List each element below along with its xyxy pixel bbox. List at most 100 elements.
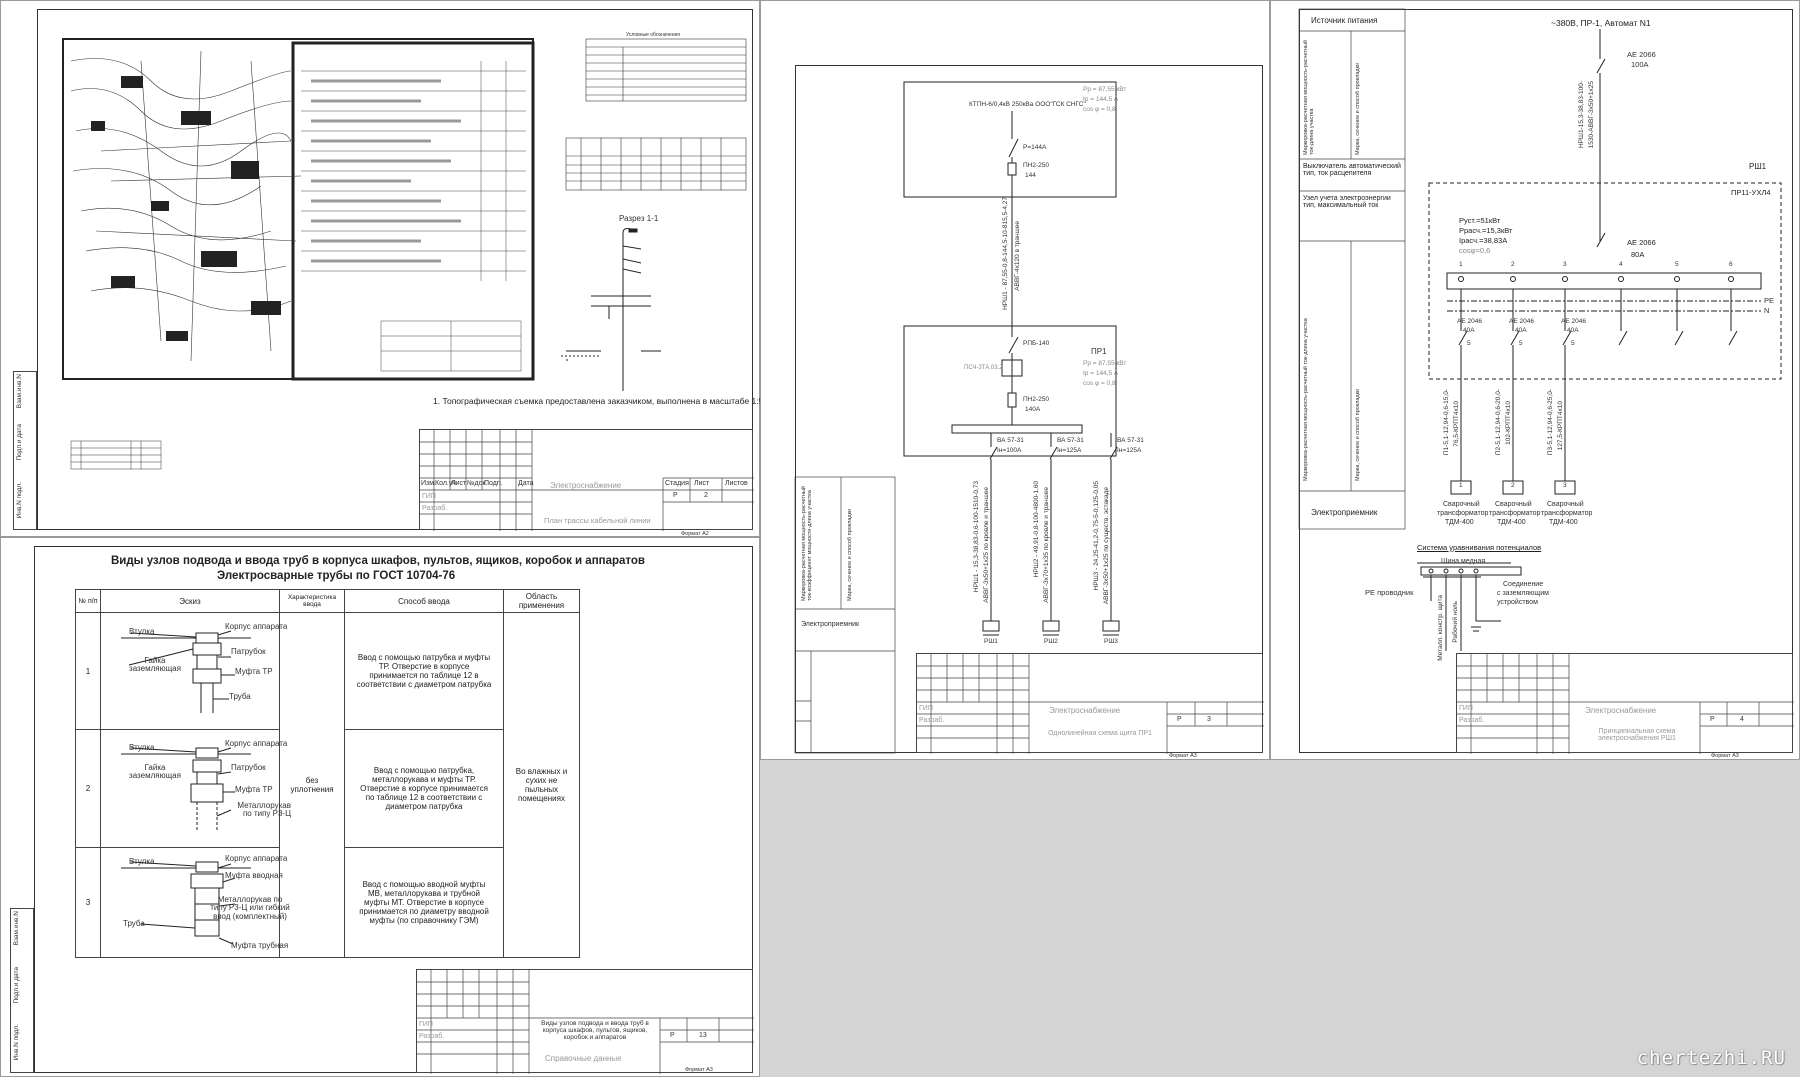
s4-role-gip: ГИП xyxy=(1459,705,1473,712)
s4-org: Электроснабжение xyxy=(1585,706,1657,715)
bus-number: 6 xyxy=(1729,261,1733,268)
load-name: трансформатор xyxy=(1541,510,1593,517)
legend-marking: Маркировка-расчетная мощность-расчетный … xyxy=(1303,40,1315,155)
s4-sheet-title: Принципиальная схема электроснабжения РШ… xyxy=(1598,728,1676,742)
breaker1-label: Р=144А xyxy=(1023,144,1047,151)
s1-role-gip: ГИП xyxy=(422,493,436,500)
sheet2-side-label-3: Взам.инв.N xyxy=(13,911,20,946)
sheet1-title-block: Изм. Кол.уч Лист №док. Подп. Дата ГИП Ра… xyxy=(419,429,754,531)
header-area: Область применения xyxy=(503,589,580,613)
header-sketch: Эскиз xyxy=(100,589,280,613)
pot-item: Металл. констр. щита xyxy=(1437,595,1444,661)
fuse1-type: ПН2-250 xyxy=(1023,162,1049,169)
header-method: Способ ввода xyxy=(344,589,504,613)
single-line-diagram xyxy=(794,81,1120,754)
panel-param-p: Pр = 87,55 кВт xyxy=(1083,360,1127,367)
panel-name: ПР1 xyxy=(1091,347,1107,356)
s2-role-razrab: Разраб. xyxy=(419,1033,445,1040)
sheet2-frame xyxy=(34,546,753,1073)
ktp-param-p: Pр = 87,55 кВт xyxy=(1083,86,1127,93)
row-number: 3 xyxy=(75,847,101,958)
part-label: Муфта трубная xyxy=(231,941,289,950)
s1-col-list: Лист xyxy=(451,480,467,487)
sketch-cell: Втулка Корпус аппарата Гайка заземляющая… xyxy=(100,612,287,730)
fuse1-rating: 144 xyxy=(1025,172,1036,179)
topo-note: 1. Топографическая съемка предоставлена … xyxy=(433,396,773,406)
s2-stage: Р xyxy=(670,1032,675,1039)
out-breaker-type: АЕ 2046 xyxy=(1457,318,1482,325)
pe-conductor-label: РЕ проводник xyxy=(1365,588,1414,597)
meter-label: ПСЧ-3ТА.03.2 xyxy=(964,365,1003,371)
switch-label: РПБ-140 xyxy=(1023,340,1050,347)
potential-title: Система уравнивания потенциалов xyxy=(1417,543,1542,552)
s3-org: Электроснабжение xyxy=(1049,706,1121,715)
bus-number: 5 xyxy=(1675,261,1679,268)
table-row: 3 Втулка Корпус аппарата Муфта вводная М… xyxy=(75,847,580,958)
param-pust: Руст.=51кВт xyxy=(1459,216,1501,225)
feeder-cable-marking: НРШ1 - 15,3-38,83-0,6-100-1510-0,73 xyxy=(973,481,980,593)
part-label: Труба xyxy=(123,919,145,928)
param-prasch: Ррасч.=15,3кВт xyxy=(1459,226,1513,235)
legend-load: Электроприемник xyxy=(801,621,860,628)
part-label: Патрубок xyxy=(231,647,266,656)
load-name: Сварочный xyxy=(1547,501,1584,508)
part-label: Муфта ТР xyxy=(235,785,273,794)
s2-role-gip: ГИП xyxy=(419,1021,433,1028)
sheet-pipe-entry-views: Инв.N подл. Подп.и дата Взам.инв.N Виды … xyxy=(0,537,760,1077)
s1-col-data: Дата xyxy=(518,480,534,487)
main-breaker-type: АЕ 2066 xyxy=(1627,50,1656,59)
part-label: Гайка заземляющая xyxy=(129,656,181,674)
s1-sheet-title: План трассы кабельной линии xyxy=(544,516,651,525)
bus-number: 4 xyxy=(1619,261,1623,268)
panel-type: ПР11-УХЛ4 xyxy=(1731,188,1771,197)
sketch-cell: Втулка Корпус аппарата Муфта вводная Мет… xyxy=(100,847,290,958)
principal-scheme xyxy=(1298,8,1782,651)
main-breaker-rating: 100А xyxy=(1631,60,1649,69)
legend-breaker: Выключатель автоматический тип, ток расц… xyxy=(1303,163,1401,178)
s1-stage-header: Стадия xyxy=(665,480,689,487)
legend-marking-2: Маркировка-расчетная мощность-расчетный … xyxy=(1303,318,1309,481)
load-name: трансформатор xyxy=(1489,510,1541,517)
s1-sheet-header: Лист xyxy=(694,480,710,487)
s3-format: Формат А3 xyxy=(1169,753,1197,759)
pot-item: Рабочий ноль xyxy=(1452,601,1459,643)
sheet1-side-block: Инв.N подл. Подп.и дата Взам.инв.N xyxy=(13,371,37,530)
part-label: Металлорукав по типу Р3-Ц или гибкий вво… xyxy=(210,895,290,921)
section-label: Разрез 1-1 xyxy=(619,214,659,223)
part-label: Металлорукав по типу Р3-Ц xyxy=(237,801,291,819)
s1-format: Формат А2 xyxy=(681,531,709,537)
s1-role-razrab: Разраб. xyxy=(422,505,448,512)
legend-source: Источник питания xyxy=(1311,16,1378,25)
out-number: 1 xyxy=(1459,482,1463,489)
ground-label-3: устройством xyxy=(1497,599,1538,606)
part-label: Втулка xyxy=(129,743,155,752)
sketch-cell: Втулка Корпус аппарата Гайка заземляющая… xyxy=(100,729,291,848)
out-breaker-type: АЕ 2046 xyxy=(1509,318,1534,325)
row-number: 1 xyxy=(75,612,101,730)
pipe-entry-table: № п/п Эскиз Характеристика ввода Способ … xyxy=(75,589,580,958)
s2-org: Виды узлов подвода и ввода труб в корпус… xyxy=(541,1020,649,1041)
legend-load: Электроприемник xyxy=(1311,508,1378,517)
s1-sheet: 2 xyxy=(704,492,708,499)
header-characteristic: Характеристика ввода xyxy=(279,589,345,613)
s1-stage: Р xyxy=(673,492,678,499)
panel-param-i: Iр = 144,5 А xyxy=(1083,370,1119,377)
bus-number: 1 xyxy=(1459,261,1463,268)
method-cell: Ввод с помощью вводной муфты МВ, металло… xyxy=(344,847,504,958)
part-label: Муфта вводная xyxy=(225,871,283,880)
s2-format: Формат А3 xyxy=(685,1067,713,1073)
s1-col-izm: Изм. xyxy=(421,480,436,487)
ktp-param-cos: cos φ = 0,8 xyxy=(1083,106,1116,113)
panel-breaker-type: АЕ 2066 xyxy=(1627,238,1656,247)
svg-text:Условные обозначения: Условные обозначения xyxy=(626,32,680,38)
fuse2-type: ПН2-250 xyxy=(1023,396,1049,403)
out-cable-marking: П3-5,1-12,94-0,6-25,0- xyxy=(1547,389,1554,456)
sheet2-title-block: ГИП Разраб. Виды узлов подвода и ввода т… xyxy=(416,969,754,1074)
legend-cable-2: Марка, сечение и способ прокладки xyxy=(1355,388,1361,481)
main-cable-type: АВВГ-4x120 в траншее xyxy=(1014,221,1021,291)
ground-label-1: Соединение xyxy=(1503,581,1544,588)
out-breaker-type: АЕ 2046 xyxy=(1561,318,1586,325)
s3-sheet: 3 xyxy=(1207,716,1211,723)
s3-role-razrab: Разраб. xyxy=(919,717,945,724)
feeder-cable-marking: НРШ3 - 24,25-41,2-0,75-5-0,125-0,05 xyxy=(1093,481,1100,591)
